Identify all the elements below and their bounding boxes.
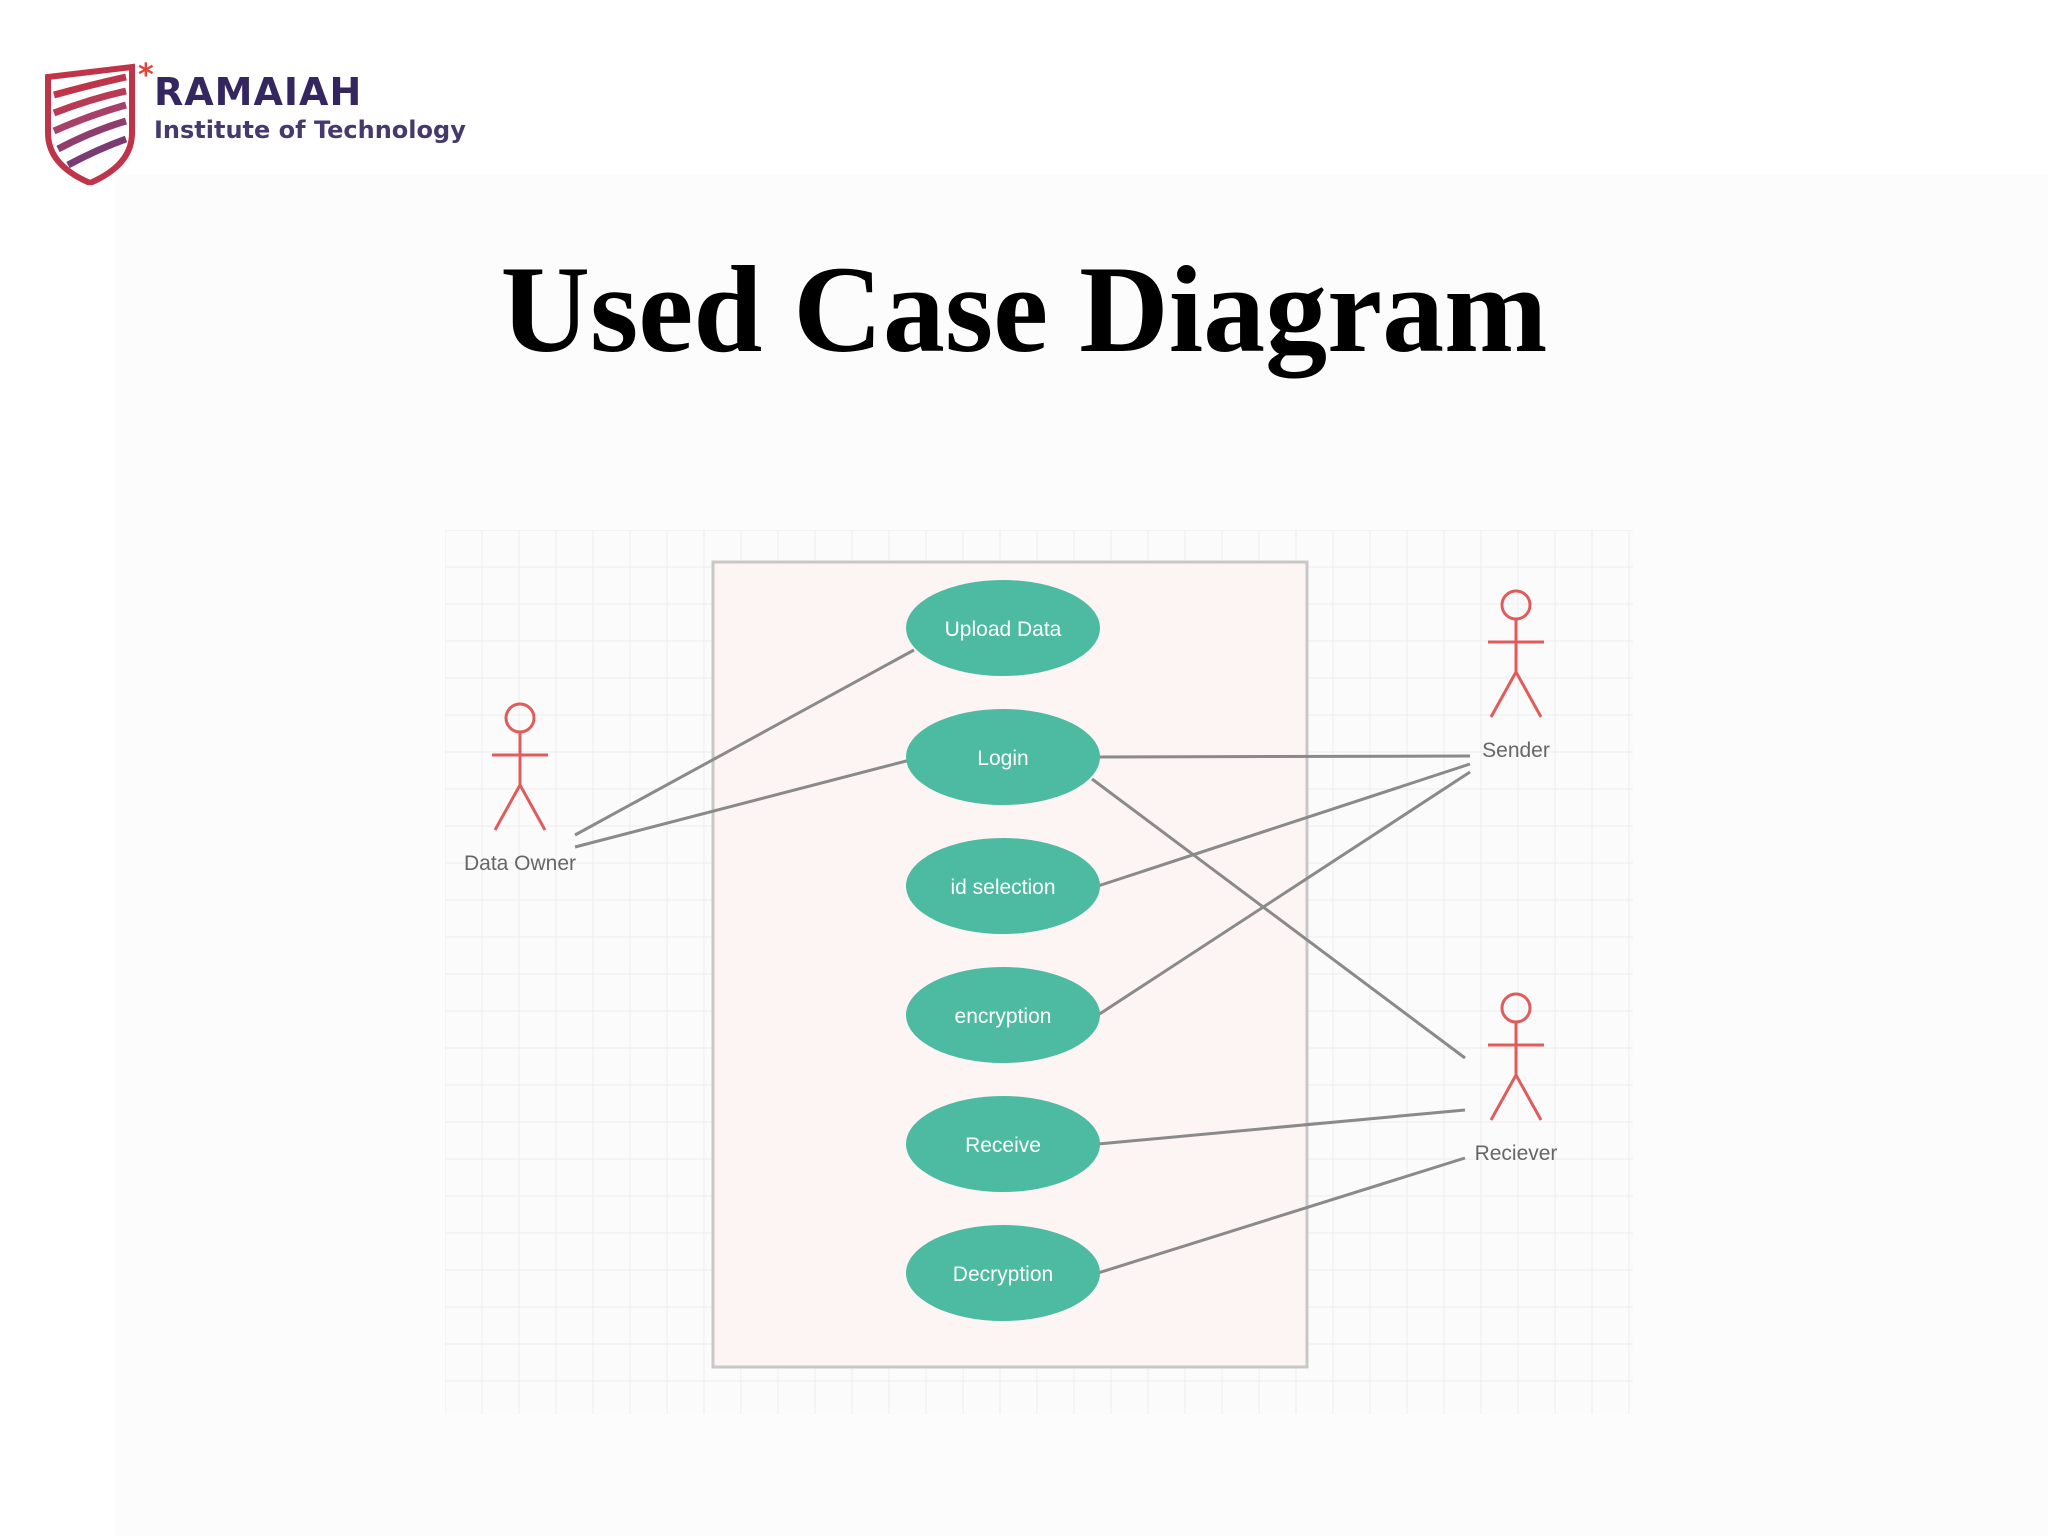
association-sender-idsel: [1097, 762, 1471, 888]
association-sender-enc: [1097, 770, 1471, 1017]
actor-owner: Data Owner: [464, 702, 576, 875]
use-case-recv: [906, 1096, 1100, 1192]
association-receiver-recv: [1097, 1108, 1466, 1146]
use-case-idsel: [906, 838, 1100, 934]
actor-label: Reciever: [1475, 1142, 1558, 1165]
use-case-label: Decryption: [953, 1263, 1053, 1286]
actor-leg: [1514, 671, 1543, 718]
use-case-label: Login: [977, 747, 1028, 770]
actor-sender: Sender: [1482, 589, 1550, 762]
slide-title: Used Case Diagram: [500, 241, 1548, 378]
actor-leg: [518, 784, 547, 831]
association-receiver-dec: [1097, 1156, 1466, 1275]
actor-label: Sender: [1482, 739, 1550, 762]
use-case-label: id selection: [950, 876, 1055, 899]
actor-leg: [1489, 1074, 1518, 1121]
association-lines: [574, 648, 1471, 1275]
actor-receiver: Reciever: [1475, 992, 1558, 1165]
actor-label: Data Owner: [464, 852, 576, 875]
actor-leg: [1489, 671, 1518, 718]
use-case-label: Upload Data: [945, 618, 1062, 641]
use-case-label: Receive: [965, 1134, 1041, 1157]
shield-stripes-logo-icon: *: [45, 58, 154, 185]
actor-leg: [1514, 1074, 1543, 1121]
use-case-upload: [906, 580, 1100, 676]
logo-subtitle: Institute of Technology: [154, 116, 466, 144]
logo-name: RAMAIAH: [154, 70, 363, 114]
association-receiver-login: [1091, 777, 1466, 1060]
use-case-dec: [906, 1225, 1100, 1321]
actor-leg: [493, 784, 522, 831]
association-sender-login: [1097, 754, 1471, 759]
svg-text:*: *: [138, 58, 154, 93]
association-owner-login: [574, 757, 915, 849]
use-case-enc: [906, 967, 1100, 1063]
use-case-label: encryption: [955, 1005, 1052, 1028]
association-owner-upload: [574, 648, 915, 837]
use-case-login: [906, 709, 1100, 805]
